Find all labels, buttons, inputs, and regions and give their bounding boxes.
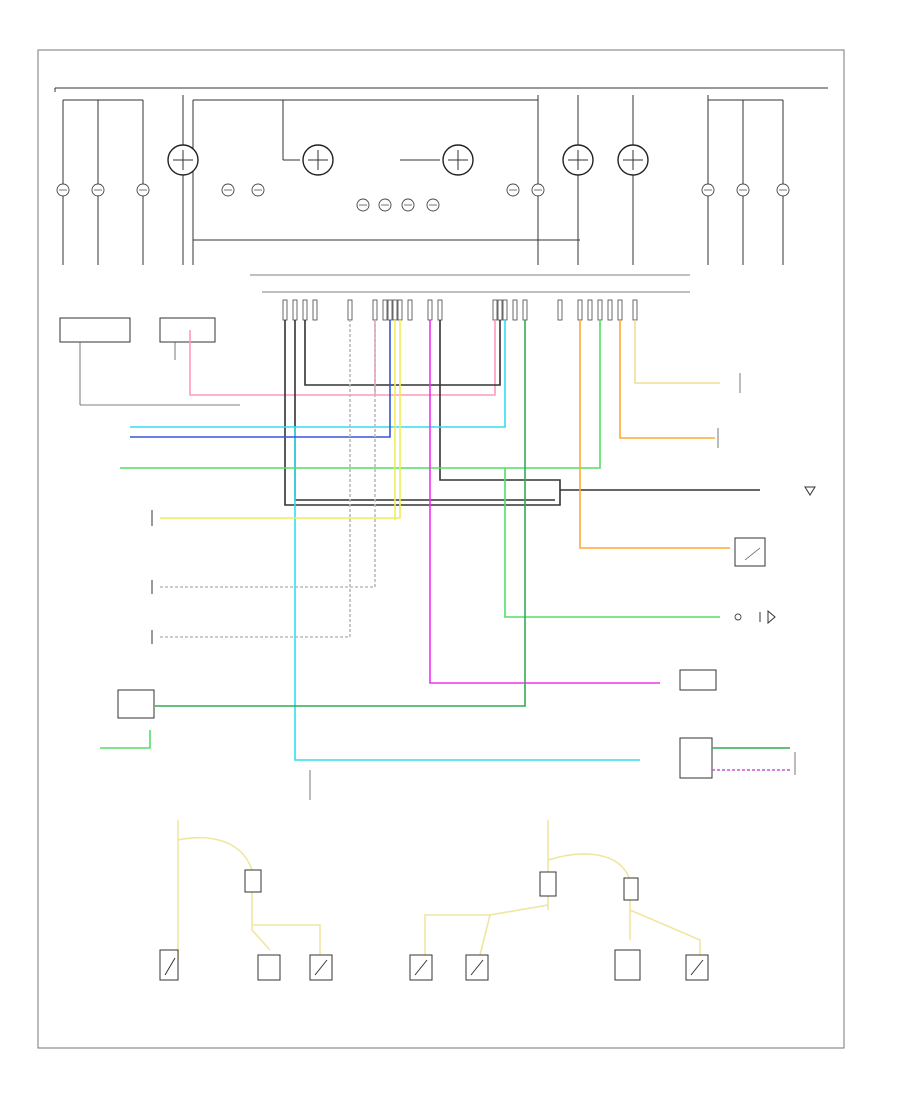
connector-pin: [397, 299, 403, 321]
diode-center: [539, 871, 557, 897]
connector-pin: [387, 299, 393, 321]
diagram-frame: [37, 49, 845, 1049]
connector-pin: [382, 299, 388, 321]
dark-green-wire: [155, 320, 526, 707]
magenta-wire: [429, 320, 660, 684]
indicator-lamps: [56, 183, 790, 212]
gray-wire: [160, 320, 376, 588]
vehicle-speed-sensor-module: [679, 737, 713, 779]
instrument-cluster: [54, 87, 828, 276]
right-components: [679, 373, 816, 779]
blue-wire: [130, 320, 391, 438]
connector-pin: [577, 299, 583, 321]
diode-right: [623, 877, 639, 901]
yellow-wire: [160, 320, 401, 519]
connector-pin: [492, 299, 498, 321]
cluster-connector-pins: [262, 291, 690, 321]
connector-pin: [427, 299, 433, 321]
wire-harness: [100, 320, 760, 800]
connector-pin: [632, 299, 638, 321]
connector-pin: [522, 299, 528, 321]
orange-wire: [579, 320, 730, 549]
tan-wire: [634, 320, 720, 384]
left-top-components: [59, 317, 240, 406]
connector-pin: [617, 299, 623, 321]
connector-pin: [292, 299, 298, 321]
pink-wire: [189, 320, 496, 396]
connector-pin: [347, 299, 353, 321]
oil-pressure-sender: [734, 537, 766, 567]
connector-pin: [502, 299, 508, 321]
fuel-sender: [679, 669, 717, 691]
green-wire: [120, 320, 601, 469]
connector-pin: [587, 299, 593, 321]
brake-switch-circuits: [159, 820, 709, 981]
connector-pin: [392, 299, 398, 321]
connector-pin: [597, 299, 603, 321]
connector-pin: [557, 299, 563, 321]
connector-pin: [312, 299, 318, 321]
left-lower-components: [117, 510, 155, 719]
connector-pin: [497, 299, 503, 321]
connector-pin: [607, 299, 613, 321]
connector-pin: [302, 299, 308, 321]
connector-pin: [437, 299, 443, 321]
connector-pin: [407, 299, 413, 321]
connector-pin: [282, 299, 288, 321]
connector-pin: [512, 299, 518, 321]
dark-wire-loop: [304, 320, 501, 386]
connector-pin: [372, 299, 378, 321]
diode-left: [244, 869, 262, 893]
cyan-wire: [130, 320, 506, 428]
